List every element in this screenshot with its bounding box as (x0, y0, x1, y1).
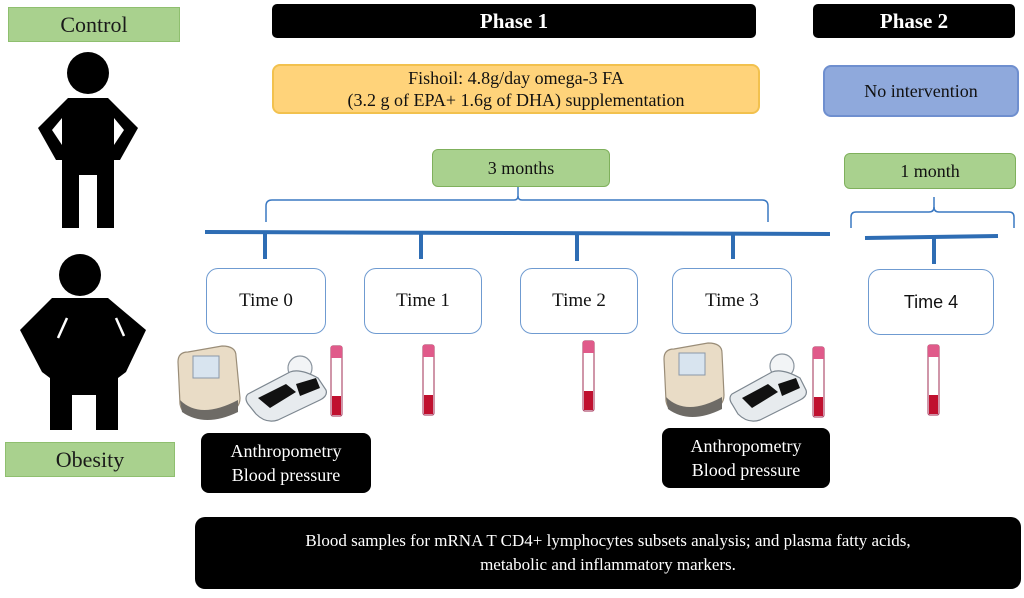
obesity-group-label: Obesity (5, 442, 175, 477)
timepoint-box-time2: Time 2 (520, 268, 638, 334)
phase1-header: Phase 1 (272, 4, 756, 38)
anthropometry-note-time3: Anthropometry Blood pressure (662, 428, 830, 488)
scale-icon (245, 355, 327, 422)
duration-3-months: 3 months (432, 149, 610, 187)
note-line2: Blood pressure (231, 465, 341, 485)
blood-tube-icon (812, 346, 825, 418)
anthropometry-note-time0: Anthropometry Blood pressure (201, 433, 371, 493)
no-intervention-box: No intervention (823, 65, 1019, 117)
blood-tube-icon (927, 344, 940, 416)
fishoil-line1: Fishoil: 4.8g/day omega-3 FA (408, 68, 624, 88)
bottom-note-line1: Blood samples for mRNA T CD4+ lymphocyte… (305, 531, 911, 550)
timepoint-box-time0: Time 0 (206, 268, 326, 334)
blood-tube-icon (422, 344, 435, 416)
note-line1: Anthropometry (230, 441, 342, 461)
bottom-note-line2: metabolic and inflammatory markers. (480, 555, 736, 574)
fishoil-intervention-box: Fishoil: 4.8g/day omega-3 FA (3.2 g of E… (272, 64, 760, 114)
timepoint-box-time1: Time 1 (364, 268, 482, 334)
timepoint-box-time4: Time 4 (868, 269, 994, 335)
note-line2: Blood pressure (691, 460, 801, 480)
note-line1: Anthropometry (690, 436, 802, 456)
fishoil-line2: (3.2 g of EPA+ 1.6g of DHA) supplementat… (347, 90, 685, 110)
duration-1-month: 1 month (844, 153, 1016, 189)
blood-pressure-monitor-icon (177, 345, 241, 420)
timeline-phase1 (204, 230, 831, 236)
obesity-person-icon (20, 254, 146, 430)
control-person-icon (38, 52, 138, 228)
blood-samples-note: Blood samples for mRNA T CD4+ lymphocyte… (195, 517, 1021, 589)
timepoint-box-time3: Time 3 (672, 268, 792, 334)
bracket-phase2 (850, 197, 1015, 228)
scale-icon (729, 353, 807, 422)
blood-pressure-monitor-icon (663, 342, 725, 417)
bracket-phase1 (265, 186, 769, 222)
blood-tube-icon (330, 345, 343, 417)
blood-tube-icon (582, 340, 595, 412)
phase2-header: Phase 2 (813, 4, 1015, 38)
control-group-label: Control (8, 7, 180, 42)
timeline-phase2 (864, 234, 999, 240)
